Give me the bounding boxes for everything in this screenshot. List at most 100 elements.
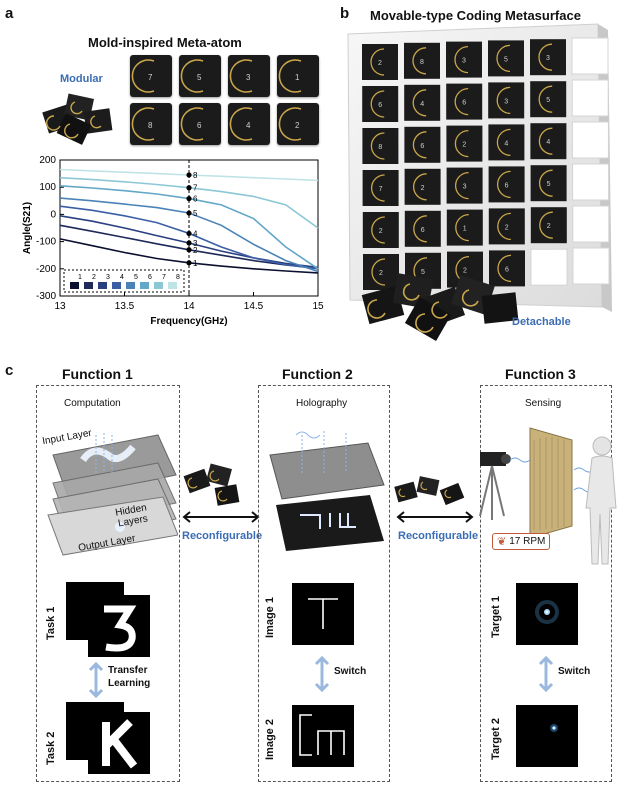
transfer-arrow [86,660,106,700]
tile-ring [496,128,511,157]
hologram-image-1 [292,583,354,645]
marker-point [186,172,192,178]
y-tick-label: -200 [36,264,56,275]
tile-ring [455,213,469,242]
tile-ring [371,216,385,244]
tile-ring [454,45,469,74]
target-image-1 [516,583,578,645]
grid-tile-code: 3 [463,184,467,191]
empty-slot [572,163,610,201]
tile-ring [413,215,427,243]
marker-label: 3 [193,239,198,248]
legend-entry: 8 [176,274,180,281]
tile-ring [454,171,469,200]
marker-point [186,240,192,246]
image1-label: Image 1 [264,597,276,638]
tile-ring [371,258,386,286]
marker-label: 5 [193,209,198,218]
meta-atom-tile: 8 [130,103,172,145]
marker-point [186,260,192,266]
marker-point [186,185,192,191]
tile-ring [370,48,385,76]
task2-image-front [88,712,150,774]
legend-swatch [126,282,135,289]
panel-b-letter: b [340,5,350,22]
legend-swatch [70,282,79,289]
meta-atom-code: 1 [295,73,300,82]
grid-tile-code: 3 [462,58,466,65]
grid-tile-code: 6 [505,182,509,189]
meta-atom-code: 6 [197,121,202,130]
marker-label: 1 [193,259,198,268]
function1-box [36,385,180,782]
empty-slot [571,79,609,117]
detached-tile-pile [361,273,519,341]
function3-title: Function 3 [505,366,576,382]
function2-box [258,385,390,782]
meta-atom-code: 7 [148,73,153,82]
meta-atom-code: 8 [148,121,153,130]
meta-atom-tile: 6 [179,103,221,145]
tile-ring [497,212,511,241]
marker-point [186,196,192,202]
legend-entry: 7 [162,274,166,281]
empty-slot [572,247,610,285]
grid-tile-code: 8 [420,59,424,66]
grid-tile-code: 6 [420,143,424,150]
legend-entry: 3 [106,274,110,281]
target2-label: Target 2 [490,718,502,760]
empty-slot [571,121,609,159]
meta-atom-tile: 2 [277,103,319,145]
y-tick-label: 200 [39,155,56,166]
reconfigure-arrow-2 [396,511,474,523]
legend-entry: 4 [120,274,124,281]
grid-tile-code: 1 [463,226,467,233]
legend-entry: 2 [92,274,96,281]
meta-atom-pile [42,93,113,145]
meta-atom-code: 3 [246,73,251,82]
reconfigure-arrow-1 [182,511,260,523]
legend-swatch [168,282,177,289]
grid-tile-code: 5 [547,181,551,188]
grid-tile-code: 2 [463,268,467,275]
marker-label: 7 [193,184,198,193]
tile-ring [370,132,385,160]
grid-tile-code: 8 [378,144,382,151]
tile-ring [496,44,511,73]
transfer-learning-label: Transfer Learning [108,665,151,689]
image2-label: Image 2 [264,719,276,760]
marker-point [186,210,192,216]
grid-tile-code: 2 [379,228,383,235]
legend-box [63,269,185,293]
switch-arrow-3 [536,654,556,694]
modular-label: Modular [60,73,103,85]
marker-point [186,230,192,237]
grid-tile-code: 4 [420,101,424,108]
meta-atom-tile: 3 [228,55,270,97]
switch-label-2: Switch [334,666,367,677]
floating-atoms-2 [394,476,465,506]
meta-atom-code: 2 [295,121,300,130]
y-tick-label: -300 [36,291,56,302]
panel-a-title: Mold-inspired Meta-atom [88,35,242,50]
tile-ring [370,174,385,202]
tile-ring [412,47,427,75]
meta-atom-tile: 7 [130,55,172,97]
y-tick-label: -100 [36,237,56,248]
function3-subtitle: Sensing [525,398,562,409]
grid-tile-code: 5 [504,56,508,63]
tile-ring [412,131,427,159]
legend-swatch [112,282,121,289]
y-axis-label: Angle(S21) [22,202,33,254]
grid-tile-code: 5 [421,269,425,276]
grid-tile-code: 6 [378,102,382,109]
grid-tile-code: 6 [421,227,425,234]
x-tick-label: 13 [54,301,66,312]
grid-tile-code: 6 [505,266,509,273]
holography-illustration [269,431,385,551]
marker-label: 2 [193,246,198,255]
meta-atom-code: 4 [246,121,251,130]
